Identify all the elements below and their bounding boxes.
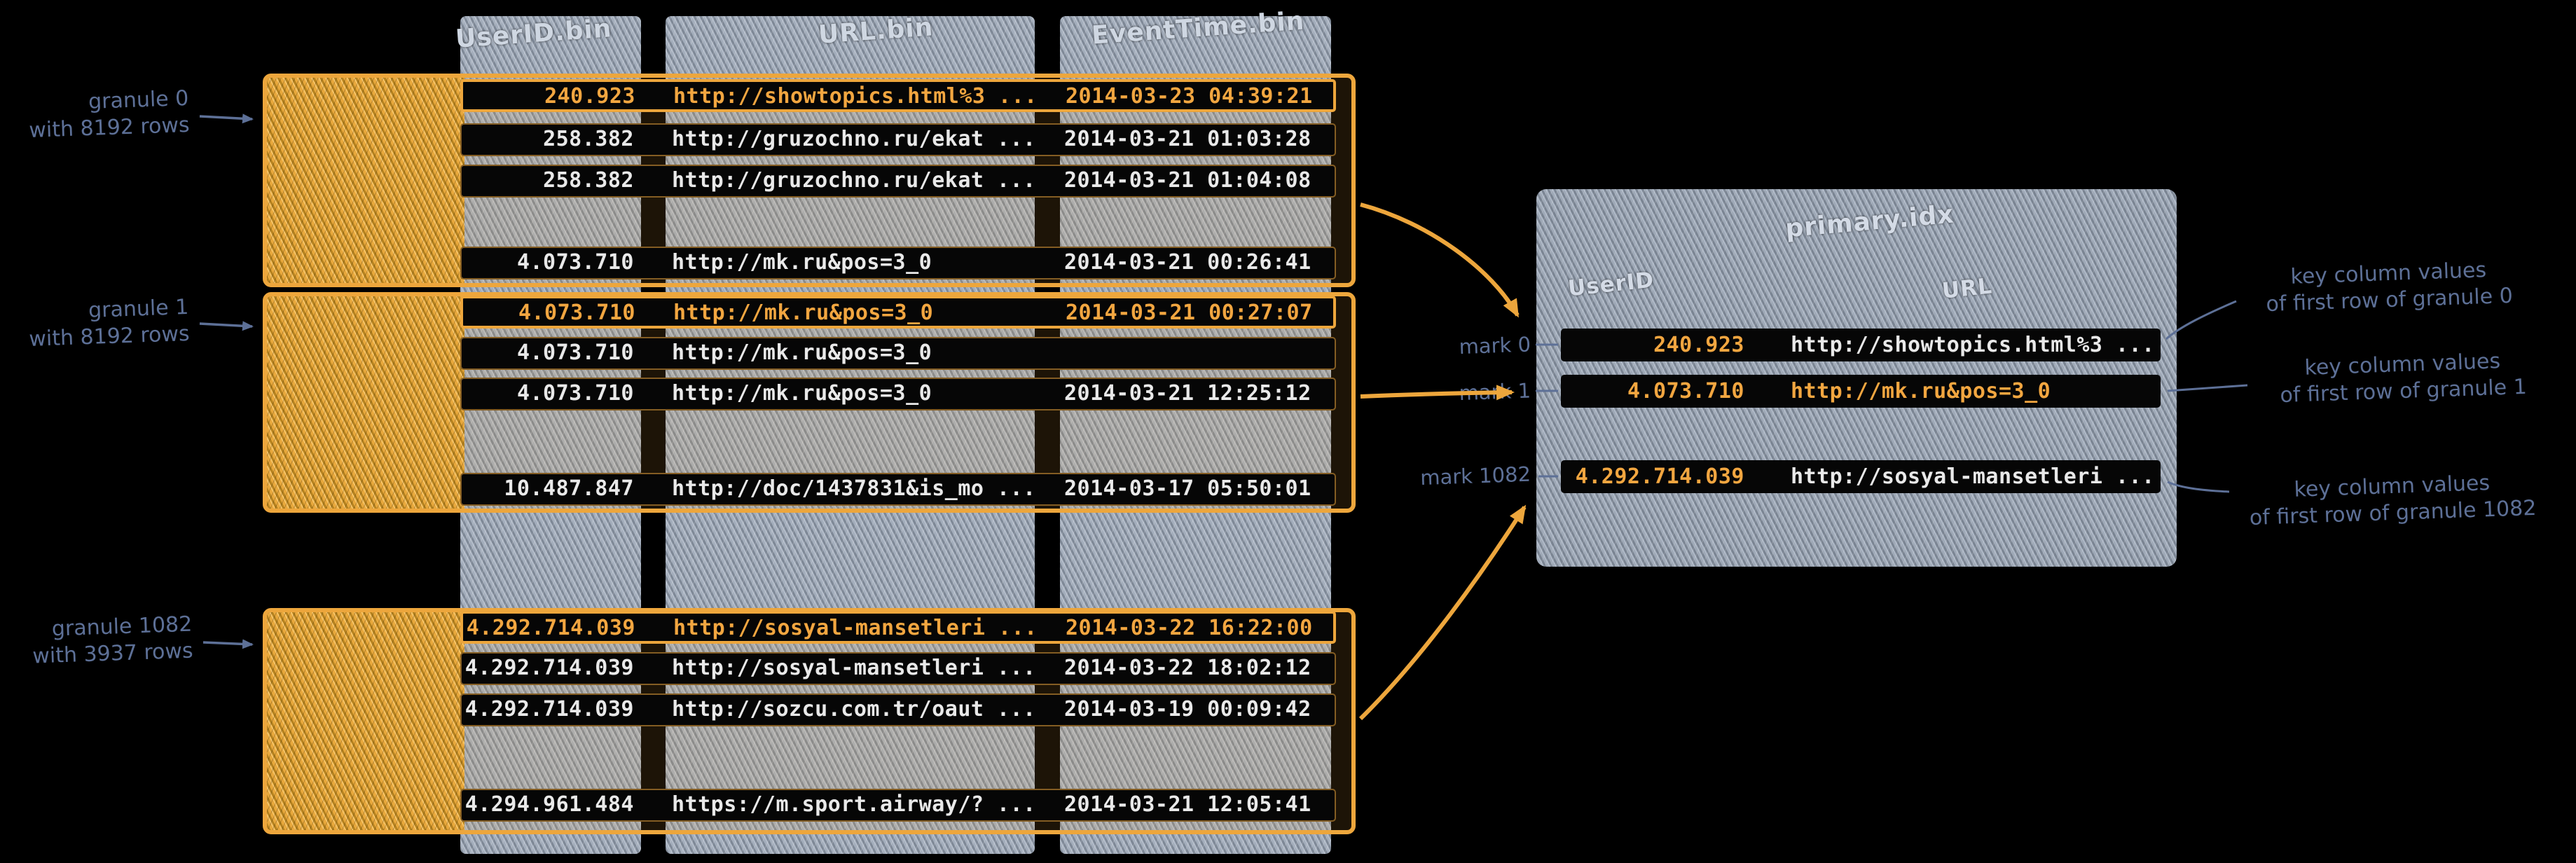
index-cell-userid: 4.292.714.039 [1575,464,1744,489]
index-row-mark-1: 4.073.710 http://mk.ru&pos=3_0 [1561,375,2161,408]
index-cell-url: http://mk.ru&pos=3_0 [1791,379,2051,403]
arrow-granule1082-to-mark1082 [1358,504,1527,721]
granule-0-label-line2: with 8192 rows [28,112,191,143]
cell-url: http://sosyal-mansetleri ... [673,616,1038,640]
table-row: 4.294.961.484 https://m.sport.airway/? .… [460,789,1336,822]
table-row: 258.382 http://gruzochno.ru/ekat ... 201… [460,123,1336,156]
table-row: 4.073.710 http://mk.ru&pos=3_0 2014-03-2… [460,296,1336,329]
cell-eventtime: 2014-03-21 01:04:08 [1064,168,1311,193]
table-row: 4.073.710 http://mk.ru&pos=3_0 2014-03-2… [460,378,1336,410]
cell-url: http://sosyal-mansetleri ... [672,656,1036,680]
granule-1-label-line2: with 8192 rows [28,321,191,352]
table-row: 4.292.714.039 http://sosyal-mansetleri .… [460,652,1336,685]
cell-eventtime: 2014-03-21 00:26:41 [1064,250,1311,275]
cell-url: http://gruzochno.ru/ekat ... [672,168,1036,193]
cell-userid: 4.294.961.484 [464,792,634,817]
granule-1082-left-panel [267,612,464,830]
table-row: 10.487.847 http://doc/1437831&is_mo ... … [460,473,1336,506]
table-row: 240.923 http://showtopics.html%3 ... 201… [460,79,1336,112]
cell-url: http://showtopics.html%3 ... [673,84,1038,109]
table-row: 4.073.710 http://mk.ru&pos=3_0 [460,337,1336,370]
cell-url: http://sozcu.com.tr/oaut ... [672,697,1036,722]
table-row: 4.292.714.039 http://sosyal-mansetleri .… [460,611,1336,644]
index-cell-userid: 4.073.710 [1627,379,1744,403]
cell-url: http://mk.ru&pos=3_0 [672,381,932,406]
arrow-granule0-to-mark0 [1360,202,1520,318]
index-cell-url: http://sosyal-mansetleri ... [1791,464,2155,489]
index-column-header-url: URL [1941,273,1994,304]
cell-eventtime: 2014-03-21 12:25:12 [1064,381,1311,406]
cell-url: http://mk.ru&pos=3_0 [672,340,932,365]
cell-userid: 240.923 [544,84,635,109]
mark-1-label: mark 1 [1459,378,1531,406]
mark-0-label: mark 0 [1459,332,1531,359]
cell-eventtime: 2014-03-21 00:27:07 [1066,301,1313,325]
annotation-granule-0: key column values of first row of granul… [2220,255,2558,320]
table-row: 4.073.710 http://mk.ru&pos=3_0 2014-03-2… [460,247,1336,279]
table-row: 258.382 http://gruzochno.ru/ekat ... 201… [460,165,1336,198]
cell-eventtime [1064,338,1336,368]
cell-eventtime: 2014-03-22 18:02:12 [1064,656,1311,680]
cell-eventtime: 2014-03-21 12:05:41 [1064,792,1311,817]
annotation-granule-1082: key column values of first row of granul… [2213,467,2572,533]
cell-eventtime: 2014-03-23 04:39:21 [1066,84,1313,109]
cell-url: http://doc/1437831&is_mo ... [672,476,1036,501]
cell-userid: 10.487.847 [504,476,634,501]
index-cell-userid: 240.923 [1653,333,1744,357]
annotation-granule-1: key column values of first row of granul… [2234,346,2572,411]
cell-eventtime: 2014-03-22 16:22:00 [1066,616,1313,640]
cell-userid: 4.292.714.039 [466,616,635,640]
cell-userid: 4.073.710 [518,301,635,325]
cell-userid: 4.292.714.039 [464,697,634,722]
cell-eventtime: 2014-03-17 05:50:01 [1064,476,1311,501]
granule-1082-label: granule 1082 with 3937 rows [17,612,194,671]
granule-1082-label-line2: with 3937 rows [32,638,194,669]
cell-url: https://m.sport.airway/? ... [672,792,1036,817]
table-row: 4.292.714.039 http://sozcu.com.tr/oaut .… [460,693,1336,726]
cell-userid: 4.073.710 [516,381,634,406]
index-row-mark-1082: 4.292.714.039 http://sosyal-mansetleri .… [1561,460,2161,493]
cell-userid: 258.382 [543,127,634,151]
granule-0-left-panel [267,78,464,283]
cell-userid: 4.073.710 [516,340,634,365]
cell-eventtime: 2014-03-21 01:03:28 [1064,127,1311,151]
arrow-granule1082-label [202,639,254,649]
cell-userid: 4.073.710 [516,250,634,275]
index-row-mark-0: 240.923 http://showtopics.html%3 ... [1561,329,2161,361]
cell-url: http://gruzochno.ru/ekat ... [672,127,1036,151]
granule-1-left-panel [267,296,464,509]
cell-userid: 258.382 [543,168,634,193]
cell-eventtime: 2014-03-19 00:09:42 [1064,697,1311,722]
granule-0-label: granule 0 with 8192 rows [27,85,191,144]
cell-url: http://mk.ru&pos=3_0 [672,250,932,275]
mark-1082-label: mark 1082 [1419,462,1531,490]
cell-url: http://mk.ru&pos=3_0 [673,301,934,325]
index-cell-url: http://showtopics.html%3 ... [1791,333,2155,357]
arrow-granule1-label [199,321,254,331]
arrow-granule0-label [199,113,254,124]
granule-1-label: granule 1 with 8192 rows [27,294,191,353]
cell-userid: 4.292.714.039 [464,656,634,680]
